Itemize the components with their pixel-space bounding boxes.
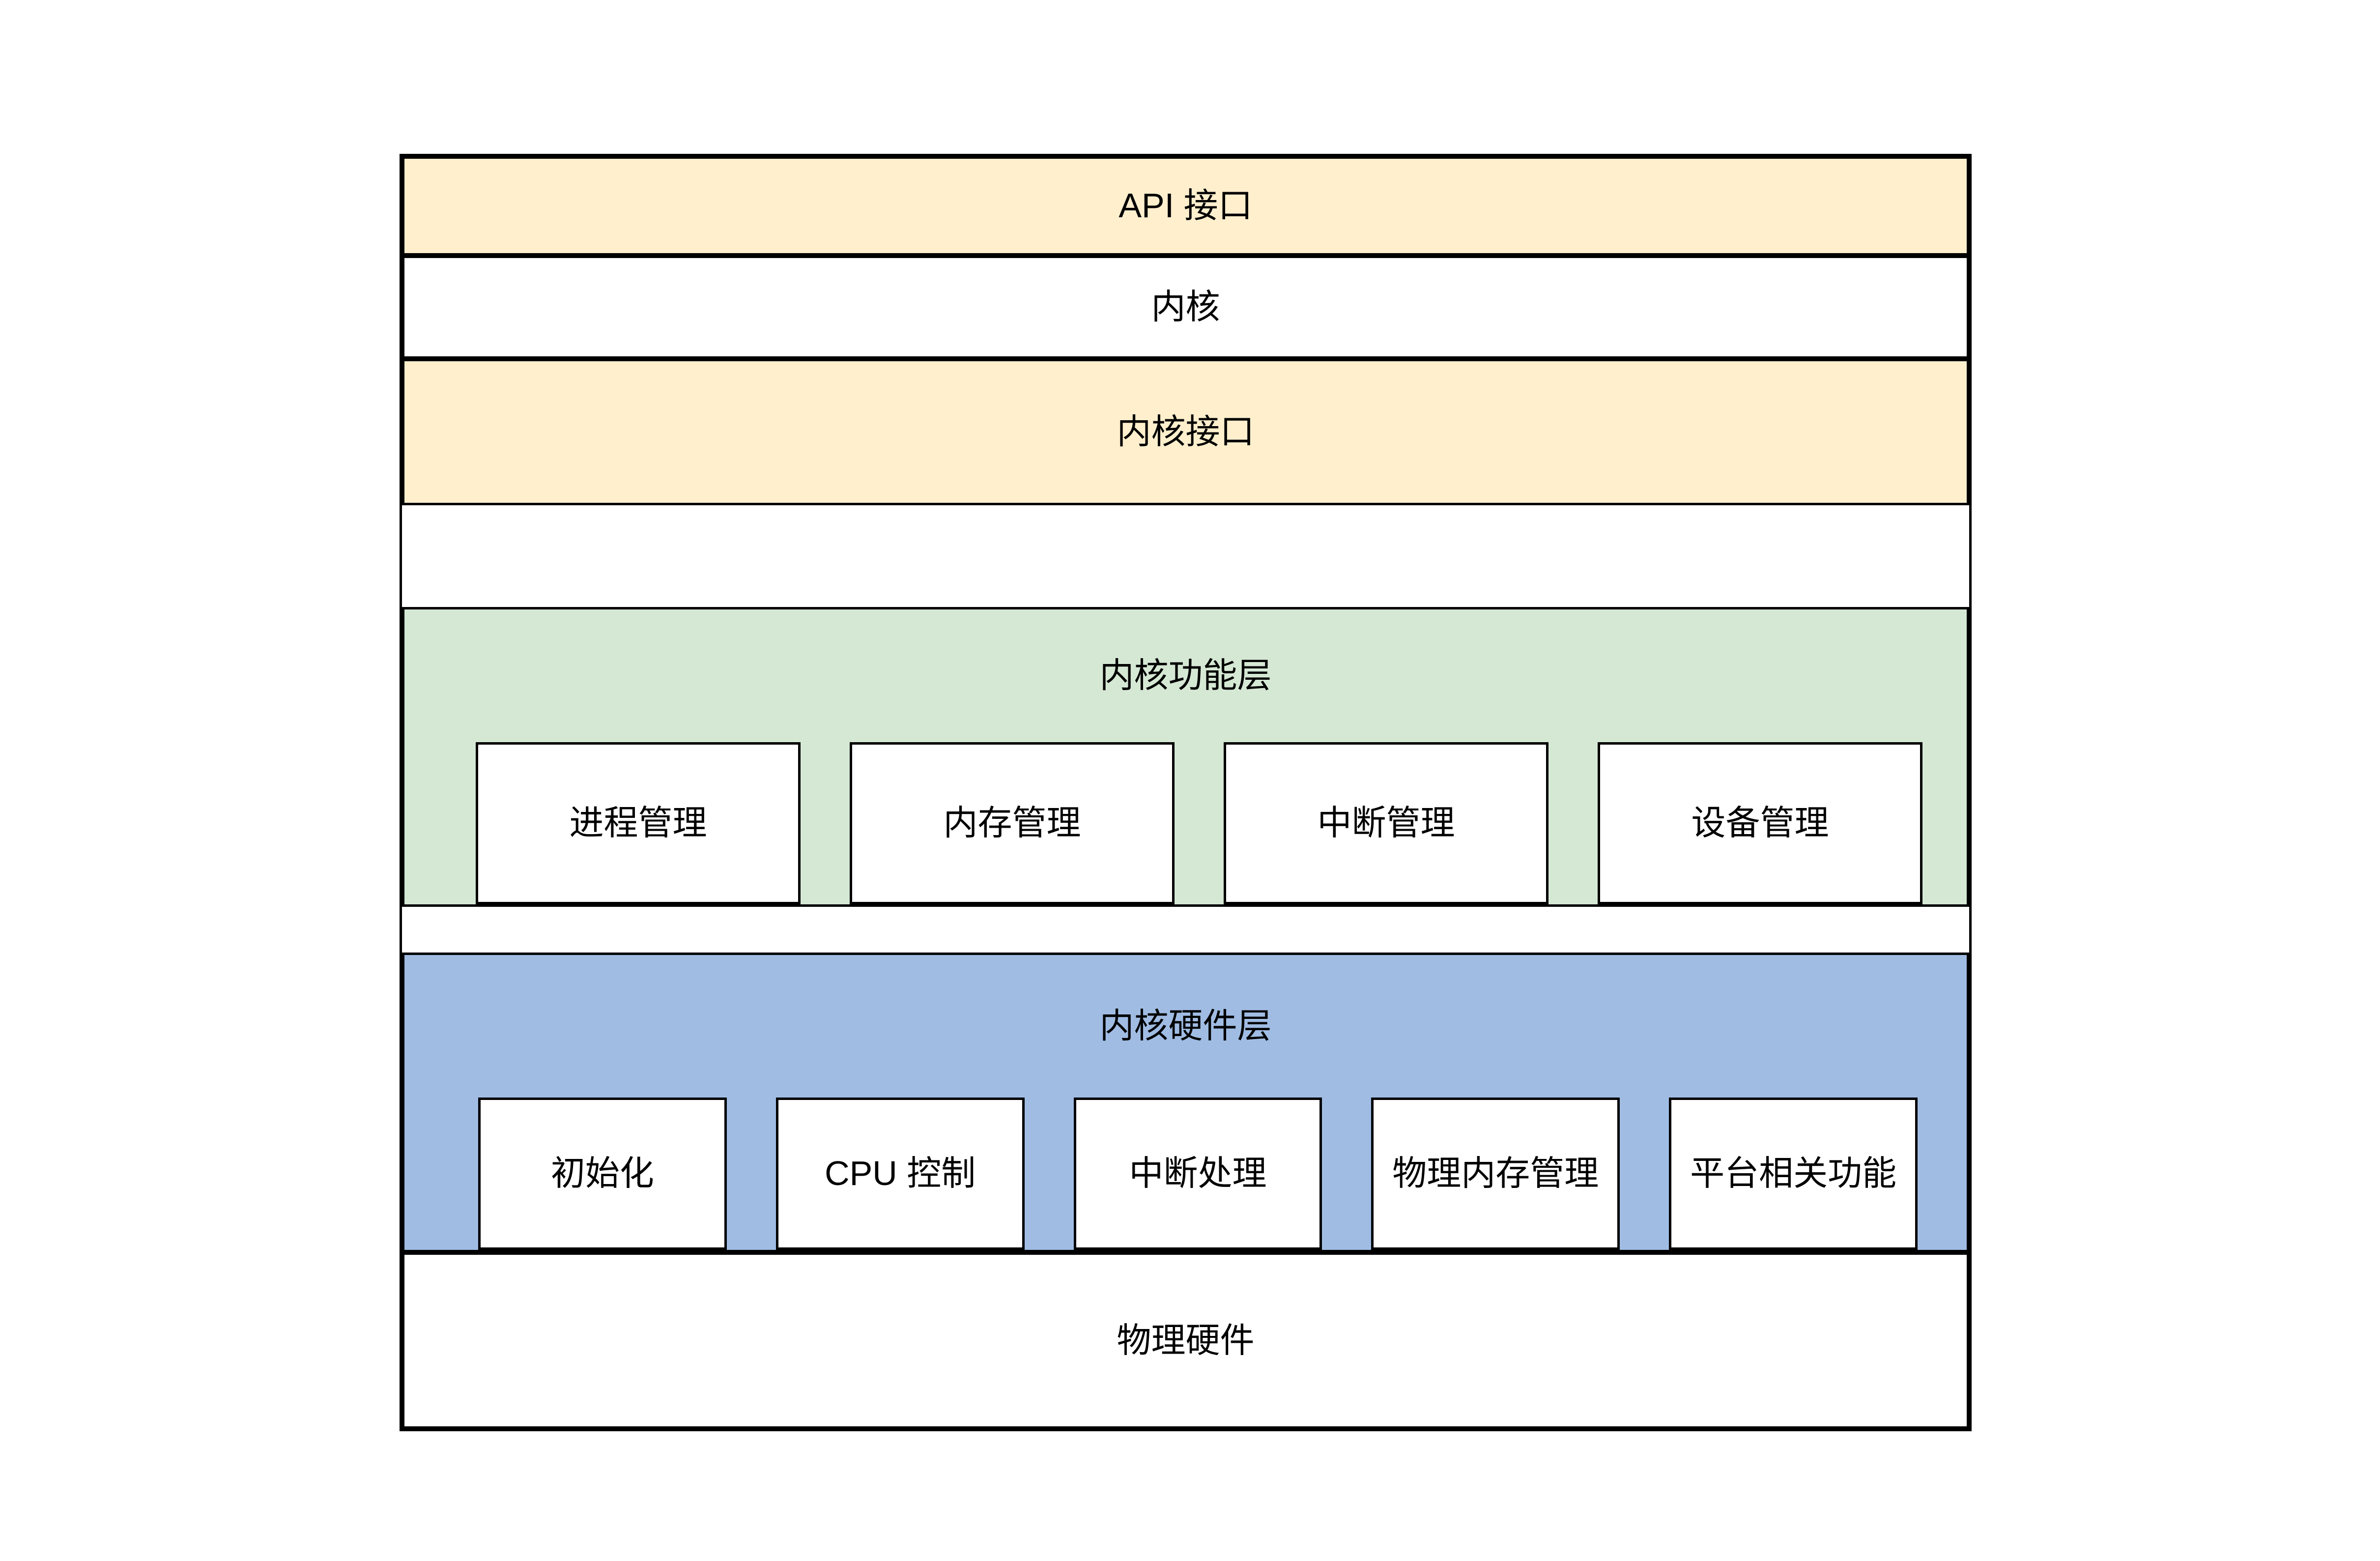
module-physical-memory-management: 物理内存管理 xyxy=(1371,1098,1620,1250)
module-cpu-control-label: CPU 控制 xyxy=(825,1154,976,1193)
kernel-hardware-layer-label: 内核硬件层 xyxy=(1099,1007,1272,1045)
physical-hardware-layer-box: 物理硬件 xyxy=(402,1252,1969,1429)
module-interrupt-management: 中断管理 xyxy=(1224,742,1548,904)
module-process-management-label: 进程管理 xyxy=(569,804,707,842)
module-platform-functions-label: 平台相关功能 xyxy=(1690,1154,1897,1193)
spacer-row xyxy=(402,907,1969,953)
kernel-layer-box: 内核 xyxy=(402,256,1969,359)
kernel-label: 内核 xyxy=(1151,288,1220,326)
spacer-row xyxy=(402,505,1969,607)
kernel-interface-label: 内核接口 xyxy=(1117,412,1255,451)
module-initialization-label: 初始化 xyxy=(550,1154,654,1193)
kernel-function-layer-title: 内核功能层 xyxy=(404,609,1967,742)
kernel-architecture-diagram: API 接口 内核 内核接口 内核功能层 进程管理 内存管理 中断管理 xyxy=(400,154,1972,1431)
api-interface-layer-box: API 接口 xyxy=(402,156,1969,256)
api-interface-label: API 接口 xyxy=(1118,186,1253,225)
kernel-interface-layer-box: 内核接口 xyxy=(402,359,1969,505)
physical-hardware-label: 物理硬件 xyxy=(1117,1321,1255,1359)
kernel-hardware-layer-title: 内核硬件层 xyxy=(404,955,1967,1098)
module-device-management: 设备管理 xyxy=(1598,742,1922,904)
module-platform-functions: 平台相关功能 xyxy=(1669,1098,1918,1250)
kernel-function-layer-box: 内核功能层 进程管理 内存管理 中断管理 设备管理 xyxy=(402,607,1969,907)
kernel-hardware-layer-box: 内核硬件层 初始化 CPU 控制 中断处理 物理内存管理 平台相关功能 xyxy=(402,953,1969,1252)
kernel-function-layer-label: 内核功能层 xyxy=(1099,656,1272,695)
module-interrupt-management-label: 中断管理 xyxy=(1317,804,1455,842)
module-cpu-control: CPU 控制 xyxy=(775,1098,1025,1250)
kernel-hardware-modules: 初始化 CPU 控制 中断处理 物理内存管理 平台相关功能 xyxy=(404,1098,1967,1250)
module-physical-memory-management-label: 物理内存管理 xyxy=(1392,1154,1599,1193)
module-interrupt-handling: 中断处理 xyxy=(1073,1098,1322,1250)
module-process-management: 进程管理 xyxy=(476,742,801,904)
module-interrupt-handling-label: 中断处理 xyxy=(1129,1154,1267,1193)
module-initialization: 初始化 xyxy=(478,1098,727,1250)
module-device-management-label: 设备管理 xyxy=(1691,804,1829,842)
module-memory-management-label: 内存管理 xyxy=(943,804,1081,842)
kernel-function-modules: 进程管理 内存管理 中断管理 设备管理 xyxy=(404,742,1967,904)
module-memory-management: 内存管理 xyxy=(850,742,1175,904)
